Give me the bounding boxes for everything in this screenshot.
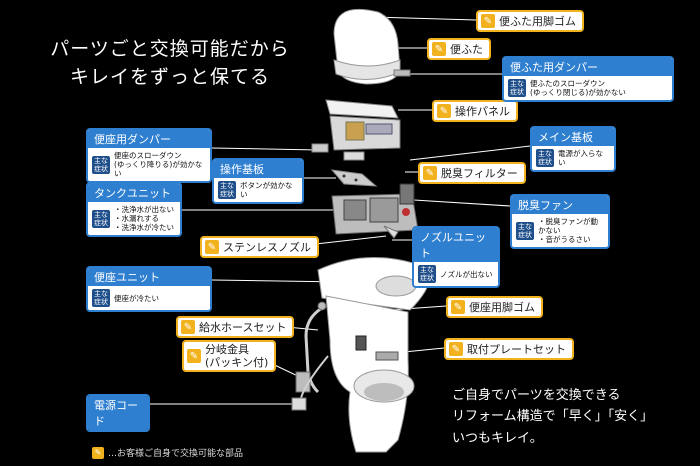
wrench-icon: ✎	[187, 349, 201, 363]
tag-label: 給水ホースセット	[199, 321, 287, 334]
symptom-text: 便座が冷たい	[114, 293, 159, 303]
tag-water-hose: ✎ 給水ホースセット	[176, 316, 295, 338]
wrench-icon: ✎	[432, 42, 446, 56]
wrench-icon: ✎	[481, 14, 495, 28]
symptom-text: ・洗浄水が冷たい	[114, 223, 174, 232]
tag-label: 脱臭フィルター	[441, 167, 518, 180]
box-power-cord: 電源コード	[86, 394, 150, 432]
symptom-badge: 主な症状	[92, 209, 110, 228]
tag-label: ステンレスノズル	[223, 241, 311, 254]
box-deodorizing-fan: 脱臭ファン 主な症状 ・脱臭ファンが動かない ・音がうるさい	[510, 194, 610, 249]
wrench-icon: ✎	[449, 342, 463, 356]
box-operation-board: 操作基板 主な症状 ボタンが効かない	[212, 158, 304, 204]
symptom-badge: 主な症状	[92, 155, 110, 174]
tag-lid: ✎ 便ふた	[427, 38, 491, 60]
box-title: 電源コード	[88, 396, 148, 430]
symptom-badge: 主な症状	[418, 265, 436, 283]
footer-line-1: ご自身でパーツを交換できる	[452, 388, 621, 403]
tag-label: 便座用脚ゴム	[469, 301, 535, 314]
symptom-text: ・音がうるさい	[538, 235, 591, 244]
tag-deodorizing-filter: ✎ 脱臭フィルター	[418, 162, 526, 184]
symptom-text: ・洗浄水が出ない	[114, 205, 174, 214]
tag-lid-rubber: ✎ 便ふた用脚ゴム	[476, 10, 584, 32]
footer-line-3: いつもキレイ。	[452, 431, 543, 446]
box-title: メイン基板	[532, 128, 614, 146]
box-seat-damper: 便座用ダンパー 主な症状 便座のスローダウン (ゆっくり降りる)が効かない	[86, 128, 212, 183]
box-nozzle-unit: ノズルユニット 主な症状 ノズルが出ない	[412, 226, 500, 288]
symptom-text: ・脱臭ファンが動かない	[538, 217, 598, 235]
symptom-badge: 主な症状	[218, 181, 236, 199]
wrench-icon: ✎	[205, 240, 219, 254]
tag-branch-fitting: ✎ 分岐金具 (パッキン付)	[182, 340, 277, 372]
legend-note: ✎ …お客様ご自身で交換可能な部品	[92, 446, 243, 459]
tag-seat-rubber: ✎ 便座用脚ゴム	[446, 296, 543, 318]
tag-label: 操作パネル	[455, 105, 510, 118]
tag-stainless-nozzle: ✎ ステンレスノズル	[200, 236, 319, 258]
tag-label: 便ふた用脚ゴム	[499, 15, 576, 28]
symptom-text: (ゆっくり降りる)が効かない	[114, 160, 203, 178]
symptom-badge: 主な症状	[536, 149, 554, 167]
box-title: 便ふた用ダンパー	[504, 58, 672, 76]
box-seat-unit: 便座ユニット 主な症状 便座が冷たい	[86, 266, 212, 312]
wrench-icon: ✎	[423, 166, 437, 180]
tag-label-line-1: 分岐金具	[205, 343, 249, 356]
box-title: ノズルユニット	[414, 228, 498, 262]
footer-line-2: リフォーム構造で「早く」「安く」	[452, 409, 654, 424]
tag-label-line-2: (パッキン付)	[205, 356, 269, 369]
headline-line-2: キレイをずっと保てる	[69, 66, 270, 88]
wrench-icon: ✎	[437, 104, 451, 118]
tag-mounting-plate: ✎ 取付プレートセット	[444, 338, 574, 360]
symptom-badge: 主な症状	[508, 79, 526, 97]
box-title: タンクユニット	[88, 184, 180, 202]
operation-board-shape	[330, 169, 378, 187]
symptom-text: 便ふたのスローダウン	[530, 79, 605, 88]
symptom-badge: 主な症状	[92, 289, 110, 307]
legend-note-text: …お客様ご自身で交換可能な部品	[108, 449, 244, 459]
box-title: 操作基板	[214, 160, 302, 178]
box-title: 便座ユニット	[88, 268, 210, 286]
box-lid-damper: 便ふた用ダンパー 主な症状 便ふたのスローダウン (ゆっくり閉じる)が効かない	[502, 56, 674, 102]
symptom-text: 電源が入らない	[558, 149, 603, 167]
symptom-text: ・水漏れする	[114, 214, 159, 223]
box-main-board: メイン基板 主な症状 電源が入らない	[530, 126, 616, 172]
wrench-icon: ✎	[92, 446, 104, 459]
symptom-text: ボタンが効かない	[240, 181, 293, 199]
symptom-text: ノズルが出ない	[440, 269, 493, 279]
box-tank-unit: タンクユニット 主な症状 ・洗浄水が出ない ・水漏れする ・洗浄水が冷たい	[86, 182, 182, 237]
box-title: 脱臭ファン	[512, 196, 608, 214]
headline-line-1: パーツごと交換可能だから	[50, 38, 290, 60]
symptom-badge: 主な症状	[516, 221, 534, 240]
control-panel-shape	[325, 99, 399, 119]
tag-label: 便ふた	[450, 43, 483, 56]
wrench-icon: ✎	[181, 320, 195, 334]
symptom-text: 便座のスローダウン	[114, 151, 182, 160]
box-title: 便座用ダンパー	[88, 130, 210, 148]
tag-label: 取付プレートセット	[467, 343, 566, 356]
tag-control-panel: ✎ 操作パネル	[432, 100, 518, 122]
tag-label-stack: 分岐金具 (パッキン付)	[205, 343, 268, 369]
symptom-text: (ゆっくり閉じる)が効かない	[530, 88, 626, 97]
wrench-icon: ✎	[451, 300, 465, 314]
